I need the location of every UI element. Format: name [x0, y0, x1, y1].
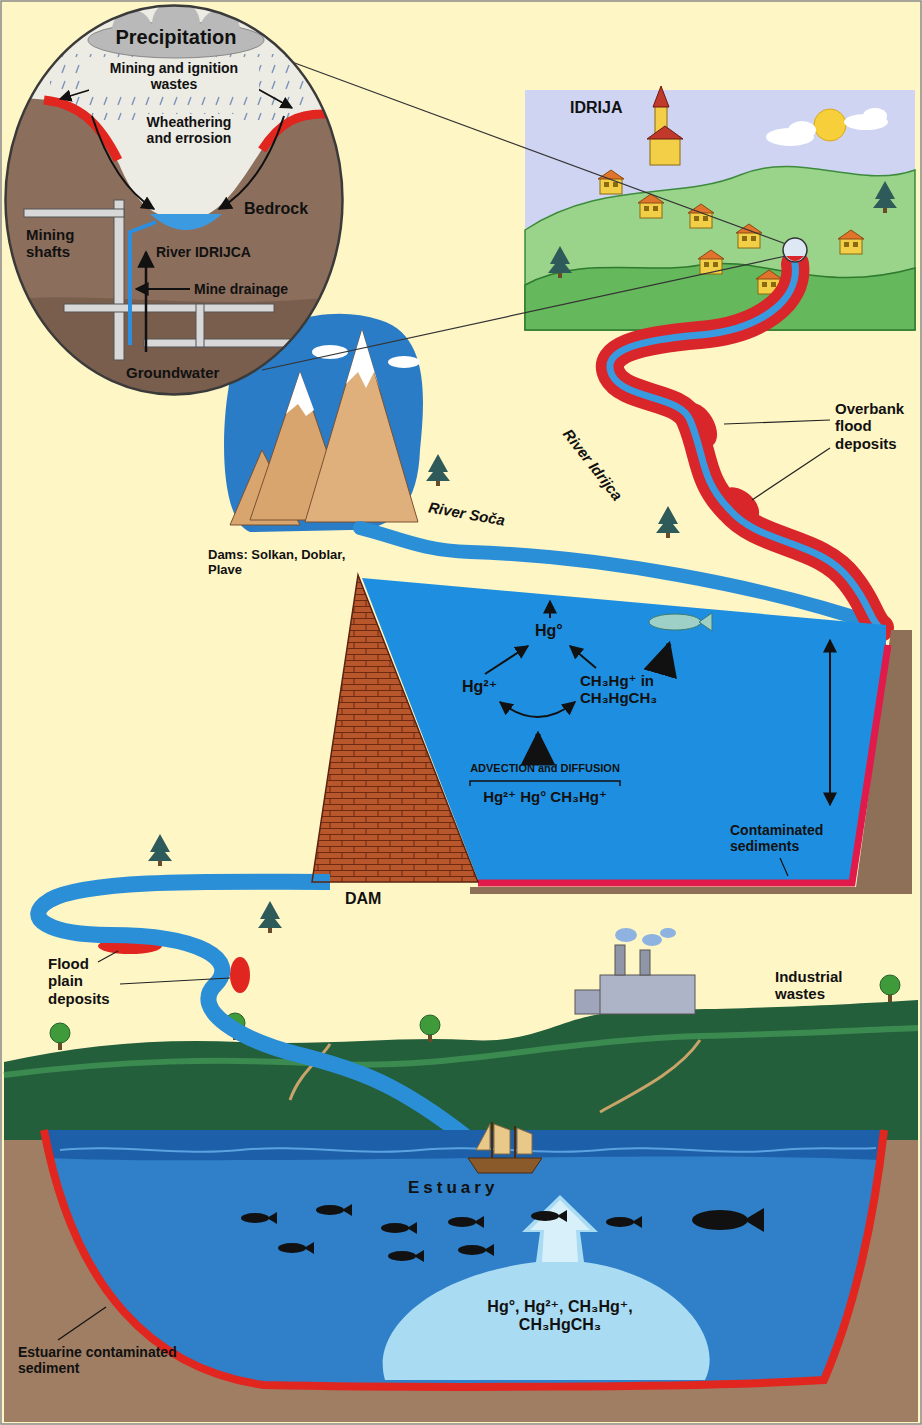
groundwater-label: Groundwater	[126, 364, 219, 381]
drainage-label: Mine drainage	[194, 281, 288, 297]
river-label: River IDRIJCA	[156, 244, 251, 260]
waste-label: Mining and ignition wastes	[89, 60, 259, 92]
reservoir: Hg° Hg²⁺ CH₃Hg⁺ in CH₃HgCH₃ ADVECTION and D…	[360, 550, 912, 890]
sediment-label: Estuarine contaminated sediment	[18, 1344, 193, 1376]
dam: Dams: Solkan, Doblar, PlaveDAM	[200, 540, 490, 912]
process-label: Wheathering and errosion	[139, 114, 239, 146]
dam-names: Dams: Solkan, Doblar, Plave	[208, 548, 358, 578]
dam-label: DAM	[345, 890, 381, 908]
species-label: Hg°	[535, 622, 563, 640]
inset-circle: Mining and ignition wastesWheathering an…	[4, 4, 344, 396]
process-label: ADVECTION and DIFFUSION	[465, 762, 625, 775]
sediment-label: Contaminated sediments	[730, 822, 850, 854]
species-label: Hg°, Hg²⁺, CH₃Hg⁺, CH₃HgCH₃	[465, 1298, 655, 1335]
water-body-label: Estuary	[408, 1178, 498, 1198]
town-panel: IDRIJA	[525, 90, 915, 330]
deposit-label: Flood plain deposits	[48, 955, 120, 1007]
dam-outline	[200, 540, 490, 912]
shaft-label: Mining shafts	[26, 226, 88, 261]
river-label: River Idrijca	[560, 425, 626, 503]
species-label: CH₃Hg⁺ in CH₃HgCH₃	[580, 672, 690, 707]
species-label: Hg²⁺ Hg° CH₃Hg⁺	[465, 788, 625, 805]
estuary-basin: EstuaryHg°, Hg²⁺, CH₃Hg⁺, CH₃HgCH₃	[4, 1110, 918, 1422]
rock-label: Bedrock	[244, 200, 308, 218]
cloud-label: Precipitation	[88, 26, 264, 49]
deposit-label: Overbank flood deposits	[835, 400, 915, 452]
river-label: River Soča	[427, 498, 506, 528]
town-name: IDRIJA	[570, 99, 622, 117]
cloud: Precipitation	[88, 18, 264, 60]
species-label: Hg²⁺	[462, 678, 497, 696]
source-label: Industrial wastes	[775, 968, 885, 1003]
